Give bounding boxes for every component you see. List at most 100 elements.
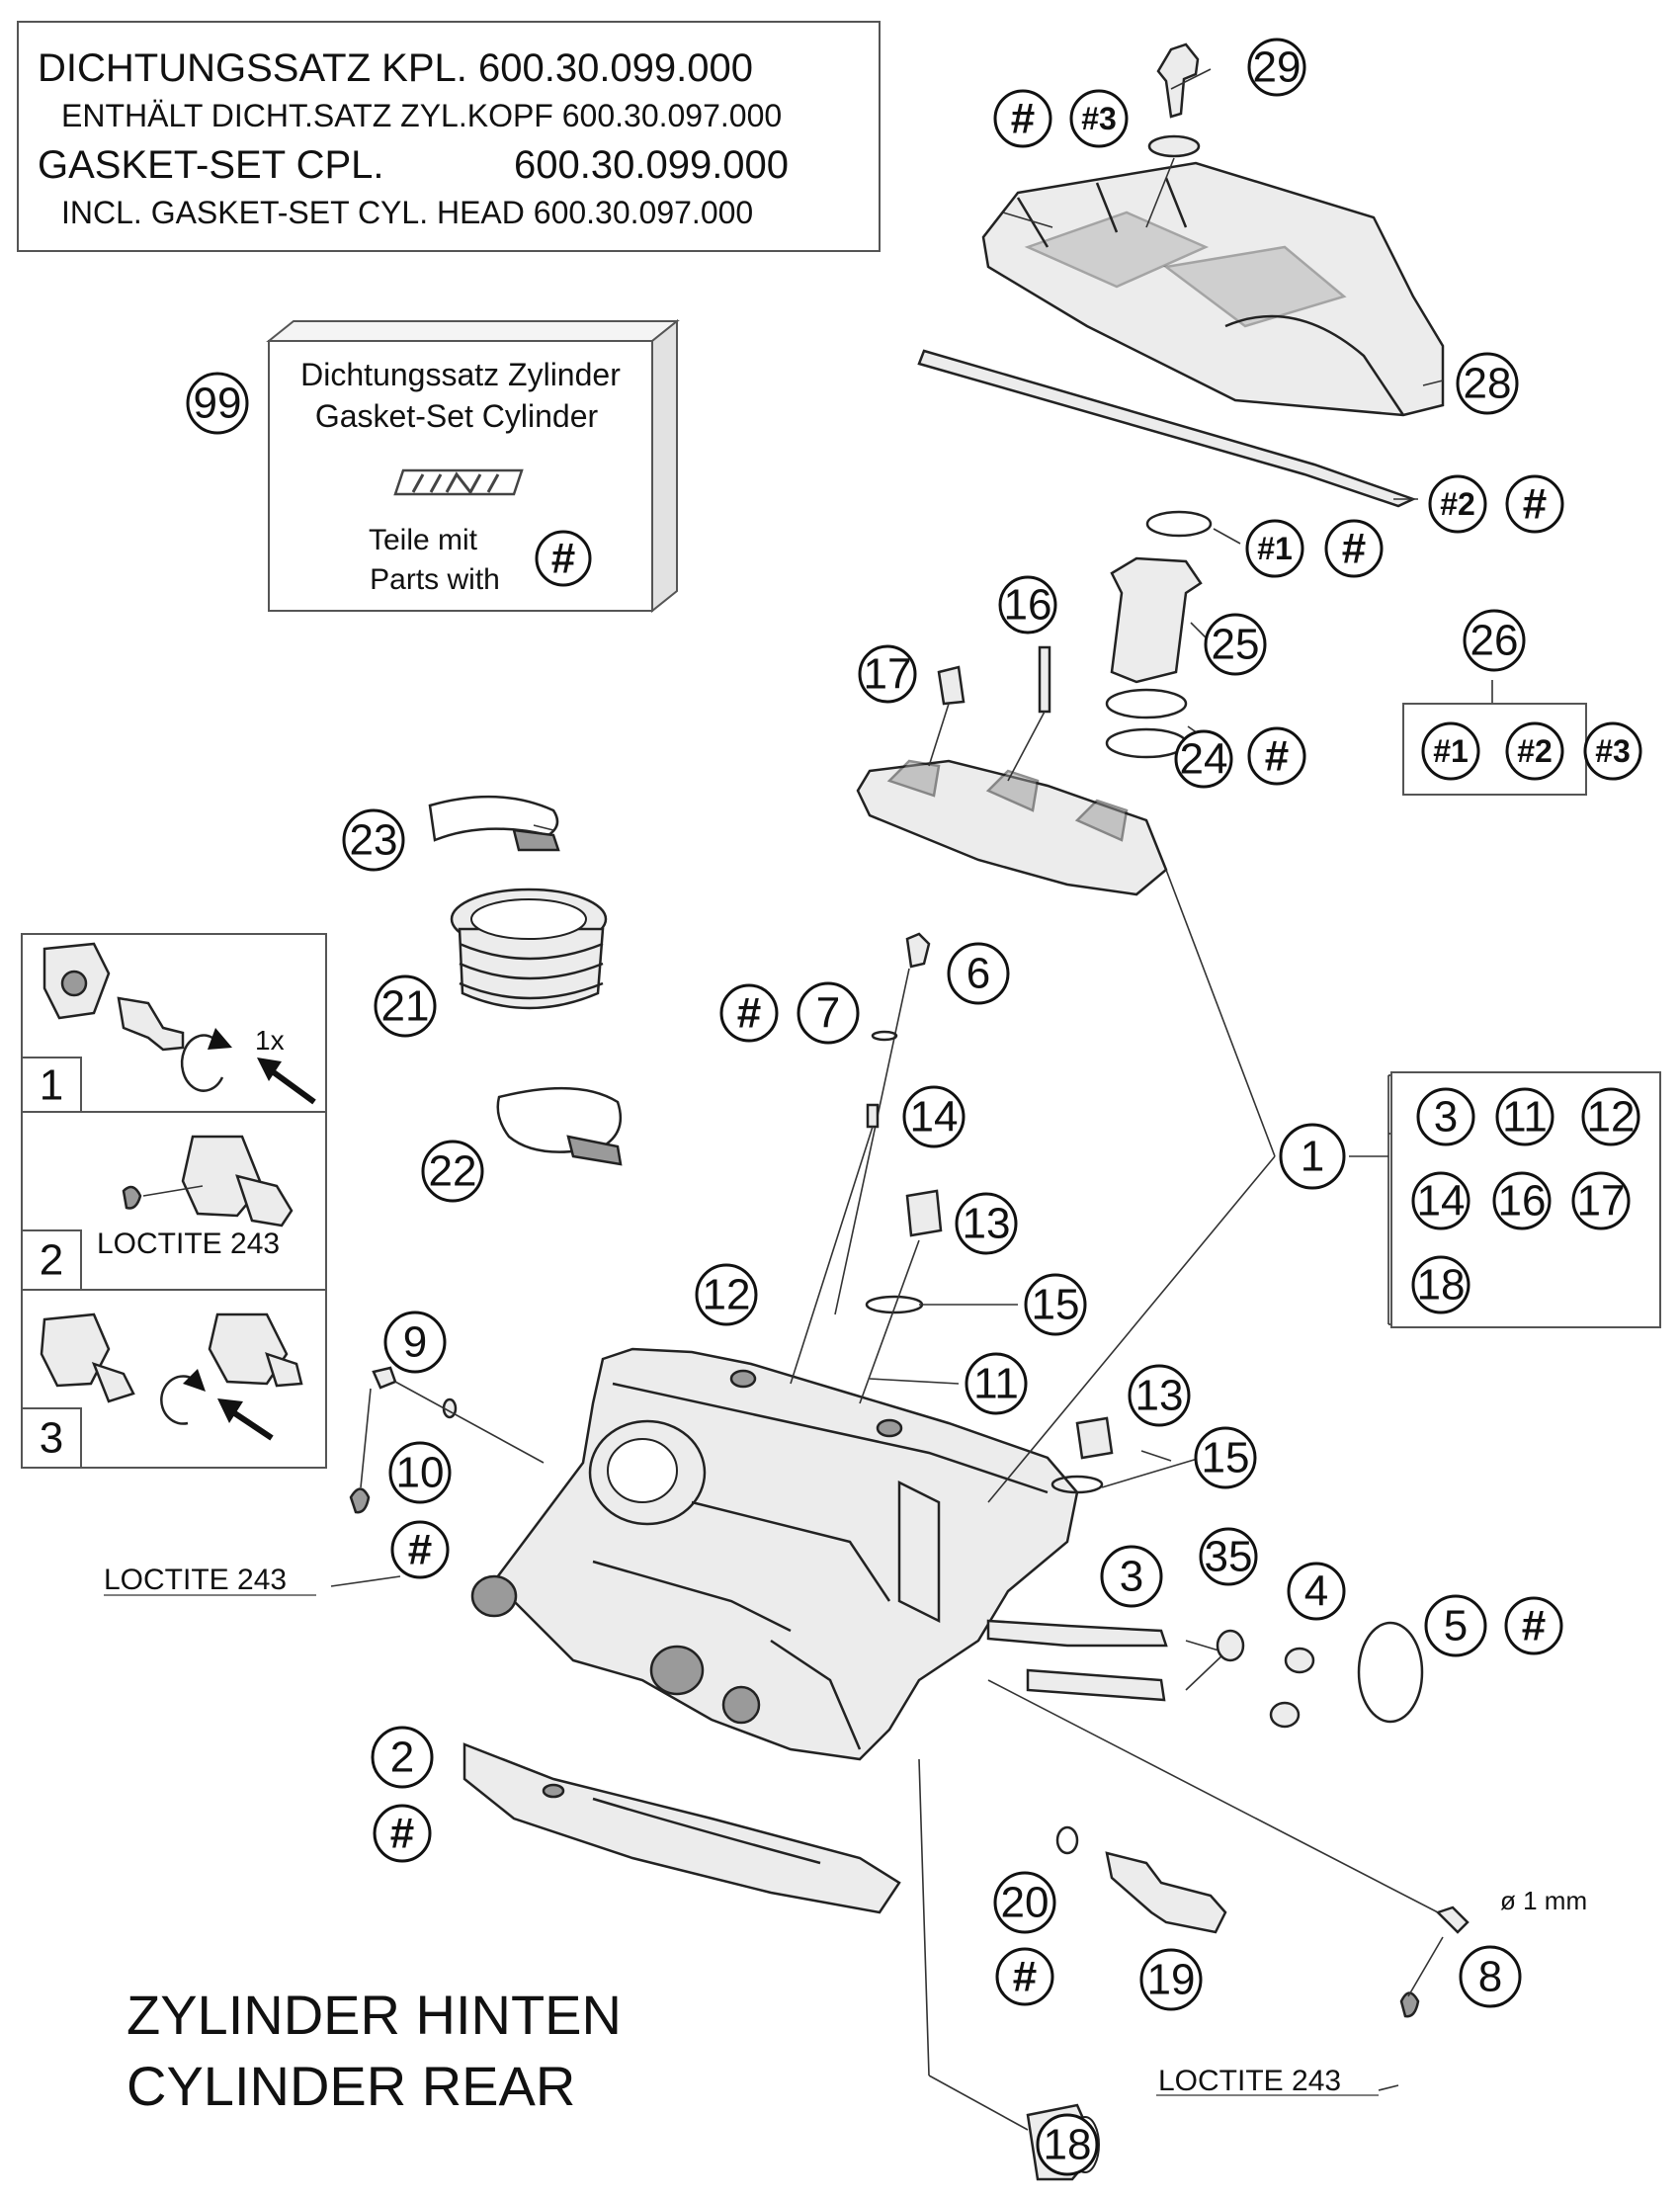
- step-2-number-box: [21, 1229, 82, 1291]
- callout-group_26-items-1: [1505, 721, 1564, 781]
- callout-callouts-c3-label: 3: [1120, 1553, 1143, 1601]
- callout-callouts-c15a-label: 15: [1032, 1281, 1080, 1329]
- step-3-number-box: [21, 1407, 82, 1469]
- callout-group_26-items-1-label: #2: [1517, 733, 1553, 769]
- step-1-push-arrow-icon: [257, 1058, 282, 1081]
- plug-12-seat: [729, 1369, 757, 1389]
- callout-callouts-c28-label: 28: [1464, 360, 1512, 408]
- callout-layer: 29##328#2##1#2524#26#1#2#316172321226#71…: [342, 38, 1642, 2176]
- step-3-bracket-right: [208, 1312, 289, 1386]
- callout-callouts-c35: [1199, 1527, 1258, 1586]
- callout-callouts-c24: [1174, 729, 1233, 789]
- screw-9: [372, 1366, 397, 1390]
- kit-hash-mark: [535, 530, 592, 587]
- step-3-number: 3: [40, 1414, 63, 1463]
- callout-callouts-hash_20: [995, 1947, 1054, 2006]
- callout-callouts-c16-label: 16: [1004, 581, 1052, 630]
- callout-callouts-c1-label: 1: [1301, 1133, 1324, 1181]
- callout-callouts-hash_7-label: #: [737, 989, 761, 1038]
- callout-group_1-4-label: 16: [1498, 1177, 1547, 1226]
- callout-callouts-hash_20-label: #: [1013, 1953, 1037, 2001]
- callout-callouts-c12: [695, 1263, 758, 1326]
- step-2-bracket-shape: [181, 1135, 264, 1218]
- step-1-number-box: [21, 1057, 82, 1113]
- callout-callouts-c29-label: 29: [1253, 43, 1302, 92]
- callout-callouts-c28: [1456, 352, 1519, 415]
- o-ring-1: [1145, 510, 1213, 538]
- callout-callouts-c24-label: 24: [1180, 735, 1228, 784]
- callout-group_1-3-label: 14: [1417, 1177, 1466, 1226]
- kit-box-top: [266, 320, 680, 342]
- jet-8: [1435, 1905, 1470, 1934]
- step-1-bolt-shape: [117, 996, 185, 1052]
- callout-callouts-c19-label: 19: [1147, 1956, 1196, 2004]
- plug-13a: [905, 1189, 943, 1237]
- dowel-17: [937, 665, 966, 706]
- callout-group_1-2-label: 12: [1587, 1093, 1636, 1142]
- callout-callouts-c14-label: 14: [910, 1093, 959, 1142]
- callout-group_26-items-2-label: #3: [1595, 733, 1631, 769]
- callout-callouts-c18-label: 18: [1044, 2121, 1092, 2169]
- o-ring-24b: [1105, 727, 1188, 759]
- pin-16: [1038, 645, 1051, 714]
- gasket-set-line-2: ENTHÄLT DICHT.SATZ ZYL.KOPF 600.30.097.0…: [61, 98, 782, 133]
- loctite-drop-icon: [122, 1185, 142, 1210]
- gasket-set-line-4: INCL. GASKET-SET CYL. HEAD 600.30.097.00…: [61, 195, 753, 230]
- assembly-steps-panel: 1 1x 2 LOCTITE 243 3: [21, 933, 327, 1469]
- callout-callouts-c4-label: 4: [1304, 1567, 1328, 1616]
- callout-group_1-0: [1416, 1087, 1475, 1146]
- valve-cover-body: [981, 161, 1445, 417]
- callout-group_26-items-0: [1421, 721, 1480, 781]
- rotate-arrow-icon-2: [160, 1375, 194, 1425]
- loctite-drop-8: [1399, 1991, 1420, 2018]
- diameter-label: ø 1 mm: [1500, 1886, 1587, 1915]
- spark-plug-tube-25: [1110, 556, 1203, 684]
- cylinder-head: [470, 1347, 1079, 1761]
- head-bore-mid: [649, 1645, 705, 1696]
- callout-group_26-callout: [1463, 609, 1526, 672]
- washer-20: [1055, 1825, 1079, 1855]
- callout-callouts-hash_ring-label: #: [1342, 525, 1366, 573]
- callout-callouts-h2_gasket: [1428, 474, 1487, 534]
- kit-parts-en: Parts with: [370, 563, 500, 596]
- gasket-set-line-3-right: 600.30.099.000: [514, 143, 789, 187]
- nut-4a: [1284, 1647, 1315, 1674]
- callout-callouts-c11: [965, 1352, 1028, 1415]
- callout-99: [186, 372, 249, 435]
- callout-callouts-c13a: [955, 1192, 1018, 1255]
- temperature-sensor-19: [1105, 1851, 1227, 1934]
- callout-group_26-callout-label: 26: [1470, 617, 1519, 665]
- callout-callouts-c9: [383, 1311, 447, 1374]
- plug-6: [905, 932, 931, 969]
- step-1-note: 1x: [255, 1025, 285, 1056]
- callout-callouts-c17-label: 17: [864, 650, 912, 699]
- ktm-logo-icon: [393, 468, 524, 496]
- callout-callouts-c5-label: 5: [1444, 1602, 1468, 1651]
- step-1-number: 1: [40, 1061, 63, 1110]
- callout-callouts-c9-label: 9: [403, 1318, 427, 1367]
- callout-callouts-c4: [1287, 1562, 1346, 1621]
- callout-callouts-c35-label: 35: [1205, 1533, 1253, 1581]
- callout-callouts-c21-label: 21: [381, 982, 430, 1031]
- callout-callouts-h1_ring-label: #1: [1257, 531, 1293, 566]
- callout-group_26-items-0-label: #1: [1433, 733, 1469, 769]
- callout-callouts-hash_10-label: #: [408, 1526, 432, 1574]
- assembly-title-de: ZYLINDER HINTEN: [126, 1984, 622, 2046]
- callout-callouts-c20-label: 20: [1001, 1879, 1050, 1927]
- cover-washer: [1147, 134, 1201, 158]
- clamp-23: [428, 795, 559, 842]
- head-bore-left: [470, 1574, 518, 1618]
- callout-group_1-1: [1495, 1087, 1554, 1146]
- callout-callouts-c10: [388, 1441, 452, 1504]
- loctite-label-right: LOCTITE 243: [1158, 2065, 1341, 2097]
- callout-callouts-h3_top-label: #3: [1081, 101, 1117, 136]
- callout-callouts-hash_24-label: #: [1265, 732, 1289, 781]
- callout-group_1-0-label: 3: [1434, 1093, 1458, 1142]
- callout-callouts-c2-label: 2: [390, 1734, 414, 1782]
- step-2-note: LOCTITE 243: [97, 1227, 280, 1260]
- callout-callouts-hash_24: [1247, 726, 1306, 786]
- callout-callouts-c8-label: 8: [1478, 1953, 1502, 2001]
- step-3-bracket-left: [40, 1312, 111, 1388]
- callout-callouts-c23-label: 23: [350, 816, 398, 865]
- kit-title-de: Dichtungssatz Zylinder: [300, 357, 621, 392]
